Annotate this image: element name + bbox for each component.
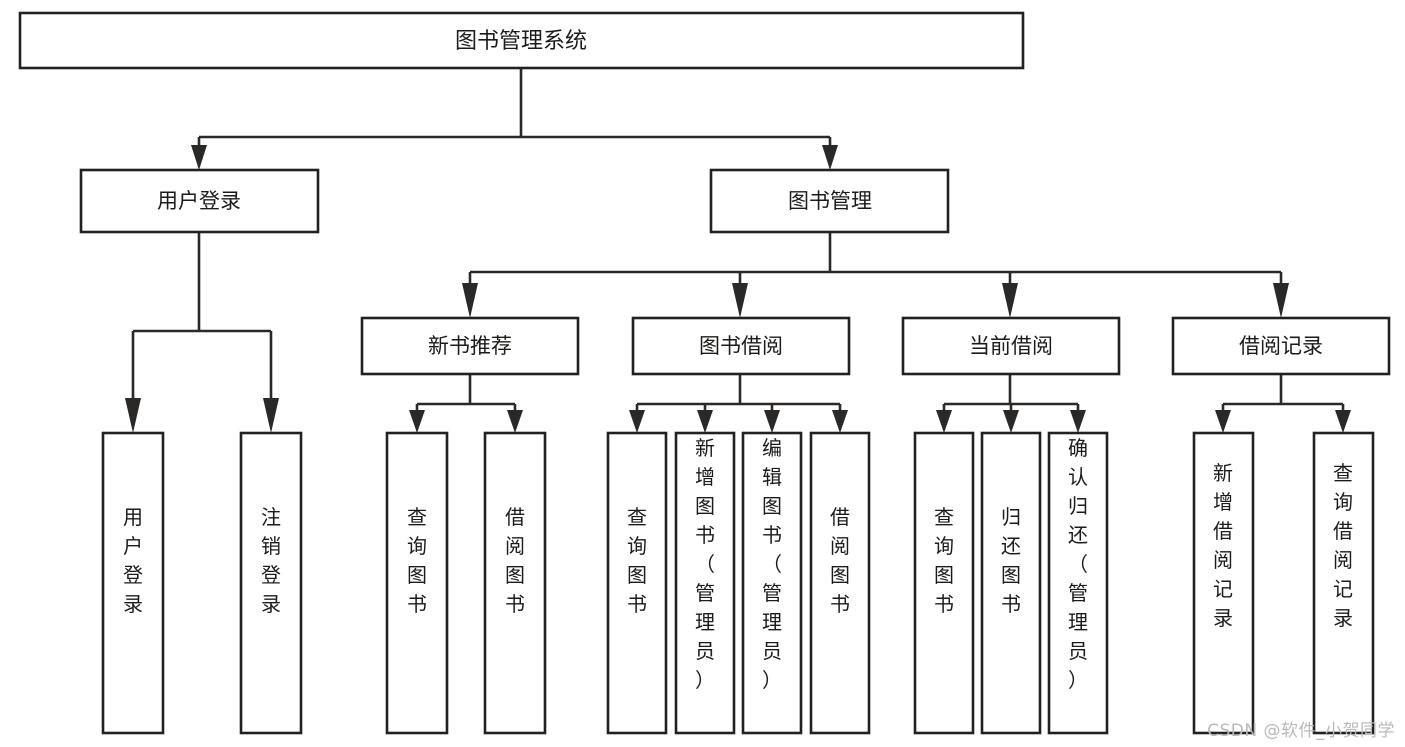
node-new-book-recommend[interactable]: 新书推荐 <box>360 316 580 376</box>
leaf-return-book-box[interactable] <box>980 431 1042 735</box>
leaf-user-login-box[interactable] <box>101 431 165 735</box>
arrow-root-to-user-login <box>191 145 207 170</box>
leaf-node[interactable]: 借阅图书 <box>483 431 547 735</box>
leaf-borrow-book-2-box[interactable] <box>809 431 871 735</box>
leaf-edit-book-label: 编辑图书（管理员） <box>762 436 782 692</box>
node-user-login-box[interactable] <box>79 168 320 234</box>
leaf-borrow-book-1-label: 借阅图书 <box>505 505 525 616</box>
leaf-query-book-2-box[interactable] <box>606 431 668 735</box>
leaf-add-book-label: 新增图书（管理员） <box>695 436 715 692</box>
arrow-root-to-book-management <box>822 145 838 170</box>
leaf-query-record-box[interactable] <box>1312 431 1375 735</box>
leaf-return-book-label: 归还图书 <box>1001 505 1021 616</box>
arrow-bookborrow-leaf-4 <box>832 410 848 433</box>
leaf-query-record-label: 查询借阅记录 <box>1333 461 1353 630</box>
arrow-bookborrow-leaf-3 <box>764 410 780 433</box>
node-root[interactable]: 图书管理系统 <box>18 11 1025 70</box>
node-borrow-record-box[interactable] <box>1171 316 1391 376</box>
leaf-borrow-book-1-box[interactable] <box>483 431 547 735</box>
arrow-bookborrow-leaf-1 <box>629 410 645 433</box>
node-borrow-record-label: 借阅记录 <box>1239 334 1323 358</box>
arrow-userlogin-leaf-1 <box>125 398 141 433</box>
node-book-borrow-label: 图书借阅 <box>699 334 783 358</box>
arrow-borrowrecord-leaf-1 <box>1215 410 1231 433</box>
node-book-borrow[interactable]: 图书借阅 <box>631 316 851 376</box>
arrow-newbook-leaf-1 <box>409 410 425 433</box>
node-root-label: 图书管理系统 <box>455 29 587 54</box>
node-book-management-box[interactable] <box>709 168 950 234</box>
node-root-box[interactable] <box>18 11 1025 70</box>
leaf-query-book-2-label: 查询图书 <box>627 505 647 616</box>
arrow-bookmgmt-to-currentborrow <box>1002 283 1018 318</box>
arrow-bookmgmt-to-bookborrow <box>732 283 748 318</box>
leaf-node[interactable]: 用户登录 <box>101 431 165 735</box>
leaf-user-login-label: 用户登录 <box>123 505 143 616</box>
leaf-node[interactable]: 确认归还（管理员） <box>1047 431 1109 735</box>
node-new-book-recommend-box[interactable] <box>360 316 580 376</box>
leaf-node[interactable]: 归还图书 <box>980 431 1042 735</box>
arrow-currentborrow-leaf-3 <box>1070 410 1086 433</box>
node-user-login[interactable]: 用户登录 <box>79 168 320 234</box>
node-user-login-label: 用户登录 <box>157 189 241 213</box>
node-book-management[interactable]: 图书管理 <box>709 168 950 234</box>
leaf-query-book-3-box[interactable] <box>913 431 975 735</box>
arrow-newbook-leaf-2 <box>507 410 523 433</box>
leaf-node[interactable]: 查询借阅记录 <box>1312 431 1375 735</box>
leaf-confirm-return-box[interactable] <box>1047 431 1109 735</box>
leaf-borrow-book-2-label: 借阅图书 <box>830 505 850 616</box>
leaf-node[interactable]: 借阅图书 <box>809 431 871 735</box>
leaf-logout-login-box[interactable] <box>239 431 303 735</box>
leaf-edit-book-box[interactable] <box>741 431 803 735</box>
node-book-management-label: 图书管理 <box>788 189 872 213</box>
leaf-node[interactable]: 新增借阅记录 <box>1192 431 1255 735</box>
leaf-add-record-label: 新增借阅记录 <box>1213 461 1233 630</box>
node-new-book-recommend-label: 新书推荐 <box>428 334 512 358</box>
arrow-bookborrow-leaf-2 <box>697 410 713 433</box>
leaf-logout-login-label: 注销登录 <box>261 505 281 616</box>
node-current-borrow[interactable]: 当前借阅 <box>901 316 1121 376</box>
arrow-bookmgmt-to-borrowrecord <box>1273 283 1289 318</box>
leaf-add-record-box[interactable] <box>1192 431 1255 735</box>
arrow-currentborrow-leaf-2 <box>1003 410 1019 433</box>
leaf-node[interactable]: 新增图书（管理员） <box>674 431 736 735</box>
arrow-currentborrow-leaf-1 <box>936 410 952 433</box>
node-borrow-record[interactable]: 借阅记录 <box>1171 316 1391 376</box>
node-current-borrow-box[interactable] <box>901 316 1121 376</box>
node-book-borrow-box[interactable] <box>631 316 851 376</box>
leaf-add-book-box[interactable] <box>674 431 736 735</box>
arrow-bookmgmt-to-newbook <box>462 283 478 318</box>
arrow-userlogin-leaf-2 <box>263 398 279 433</box>
leaf-node[interactable]: 注销登录 <box>239 431 303 735</box>
leaf-query-book-3-label: 查询图书 <box>934 505 954 616</box>
arrow-borrowrecord-leaf-2 <box>1335 410 1351 433</box>
leaf-node[interactable]: 查询图书 <box>385 431 449 735</box>
connector-layer <box>125 68 1351 433</box>
leaf-node[interactable]: 查询图书 <box>606 431 668 735</box>
leaf-query-book-1-box[interactable] <box>385 431 449 735</box>
leaf-query-book-1-label: 查询图书 <box>407 505 427 616</box>
leaf-node[interactable]: 查询图书 <box>913 431 975 735</box>
leaf-confirm-return-label: 确认归还（管理员） <box>1068 436 1088 692</box>
csdn-watermark: CSDN @软件_小贺同学 <box>1207 721 1395 741</box>
node-current-borrow-label: 当前借阅 <box>969 334 1053 358</box>
leaf-node[interactable]: 编辑图书（管理员） <box>741 431 803 735</box>
